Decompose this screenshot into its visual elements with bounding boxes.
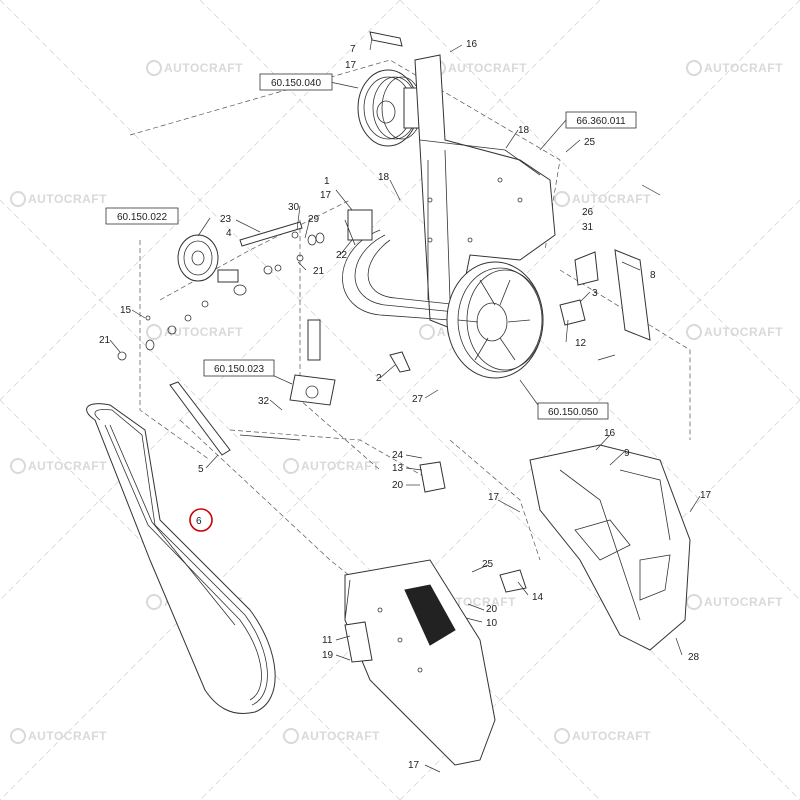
callout: 31 <box>582 222 594 233</box>
leader-lines <box>109 37 701 773</box>
drive-belt <box>86 403 276 714</box>
callout: 4 <box>226 228 232 239</box>
callout: 26 <box>582 207 594 218</box>
watermark-text: AUTOCRAFT <box>572 729 651 743</box>
guard-panel <box>344 559 496 766</box>
callout: 28 <box>688 652 700 663</box>
highlight-circle[interactable] <box>189 508 213 532</box>
callout: 18 <box>518 125 530 136</box>
callout: 24 <box>392 450 404 461</box>
callout: 5 <box>198 464 204 475</box>
callout: 20 <box>486 604 498 615</box>
watermark-logo: AUTOCRAFT <box>10 458 107 474</box>
watermark-logo: AUTOCRAFT <box>283 458 380 474</box>
guard-housing <box>529 444 691 651</box>
watermark-logo: AUTOCRAFT <box>146 60 243 76</box>
callout: 19 <box>322 650 334 661</box>
left-pulley <box>177 234 247 296</box>
watermark-logo: AUTOCRAFT <box>686 60 783 76</box>
callout: 12 <box>575 338 587 349</box>
callout: 17 <box>345 60 357 71</box>
ref-box-66-360-011[interactable]: 66.360.011 <box>565 111 637 129</box>
watermark-logo: AUTOCRAFT <box>10 191 107 207</box>
watermark-text: AUTOCRAFT <box>28 729 107 743</box>
ref-box-60-150-023[interactable]: 60.150.023 <box>203 359 275 377</box>
watermark-text: AUTOCRAFT <box>301 459 380 473</box>
callout: 29 <box>308 214 320 225</box>
callout: 17 <box>320 190 332 201</box>
callout: 17 <box>408 760 420 771</box>
watermark-text: AUTOCRAFT <box>704 325 783 339</box>
callout: 11 <box>322 635 333 646</box>
large-pulley <box>446 261 544 379</box>
callout: 17 <box>488 492 500 503</box>
callout: 3 <box>592 288 598 299</box>
mounting-frame <box>414 54 556 331</box>
washers <box>117 300 209 361</box>
ref-label: 60.150.050 <box>548 407 598 418</box>
shaft-components <box>239 209 373 275</box>
callout: 21 <box>99 335 111 346</box>
callout: 16 <box>466 39 478 50</box>
callout: 32 <box>258 396 270 407</box>
watermark-text: AUTOCRAFT <box>704 595 783 609</box>
ref-label: 60.150.040 <box>271 78 321 89</box>
watermark-logo: AUTOCRAFT <box>10 728 107 744</box>
ref-box-60-150-050[interactable]: 60.150.050 <box>537 402 609 420</box>
callout: 22 <box>336 250 348 261</box>
watermark-logo: AUTOCRAFT <box>283 728 380 744</box>
callout: 14 <box>532 592 544 603</box>
callout: 30 <box>288 202 300 213</box>
watermark-logo: AUTOCRAFT <box>686 324 783 340</box>
watermark-logo: AUTOCRAFT <box>554 728 651 744</box>
ref-label: 60.150.023 <box>214 364 264 375</box>
watermark-text: AUTOCRAFT <box>704 61 783 75</box>
reference-boxes: 60.150.040 66.360.011 60.150.022 60.150.… <box>105 73 637 420</box>
callout: 20 <box>392 480 404 491</box>
callout: 7 <box>350 44 356 55</box>
watermark-text: AUTOCRAFT <box>301 729 380 743</box>
ref-label: 66.360.011 <box>576 116 626 127</box>
watermark-text: AUTOCRAFT <box>572 192 651 206</box>
callout: 15 <box>120 305 132 316</box>
watermark-logo: AUTOCRAFT <box>554 191 651 207</box>
callout: 25 <box>482 559 494 570</box>
callout: 8 <box>650 270 656 281</box>
callout: 21 <box>313 266 325 277</box>
tensioner-assembly <box>169 319 336 456</box>
watermark-logo: AUTOCRAFT <box>430 60 527 76</box>
watermark-text: AUTOCRAFT <box>448 61 527 75</box>
small-brackets <box>344 31 651 663</box>
ref-box-60-150-040[interactable]: 60.150.040 <box>259 73 333 91</box>
callout: 18 <box>378 172 390 183</box>
callout: 2 <box>376 373 382 384</box>
callout: 1 <box>324 176 330 187</box>
watermark-text: AUTOCRAFT <box>164 61 243 75</box>
callout: 9 <box>624 448 630 459</box>
upper-pulley <box>357 69 423 147</box>
watermark-text: AUTOCRAFT <box>164 325 243 339</box>
callout: 6 <box>196 516 202 527</box>
watermark-logo: AUTOCRAFT <box>686 594 783 610</box>
ref-label: 60.150.022 <box>117 212 167 223</box>
callout: 16 <box>604 428 616 439</box>
ref-box-60-150-022[interactable]: 60.150.022 <box>105 207 179 225</box>
callout: 10 <box>486 618 498 629</box>
callout: 23 <box>220 214 232 225</box>
watermark-text: AUTOCRAFT <box>28 459 107 473</box>
watermark-logo: AUTOCRAFT <box>146 324 243 340</box>
callout: 17 <box>700 490 712 501</box>
watermark-text: AUTOCRAFT <box>28 192 107 206</box>
callout-numbers: 7 16 17 18 25 26 31 8 3 12 1 17 18 23 4 … <box>99 39 712 771</box>
callout: 27 <box>412 394 424 405</box>
callout: 13 <box>392 463 404 474</box>
callout: 25 <box>584 137 596 148</box>
